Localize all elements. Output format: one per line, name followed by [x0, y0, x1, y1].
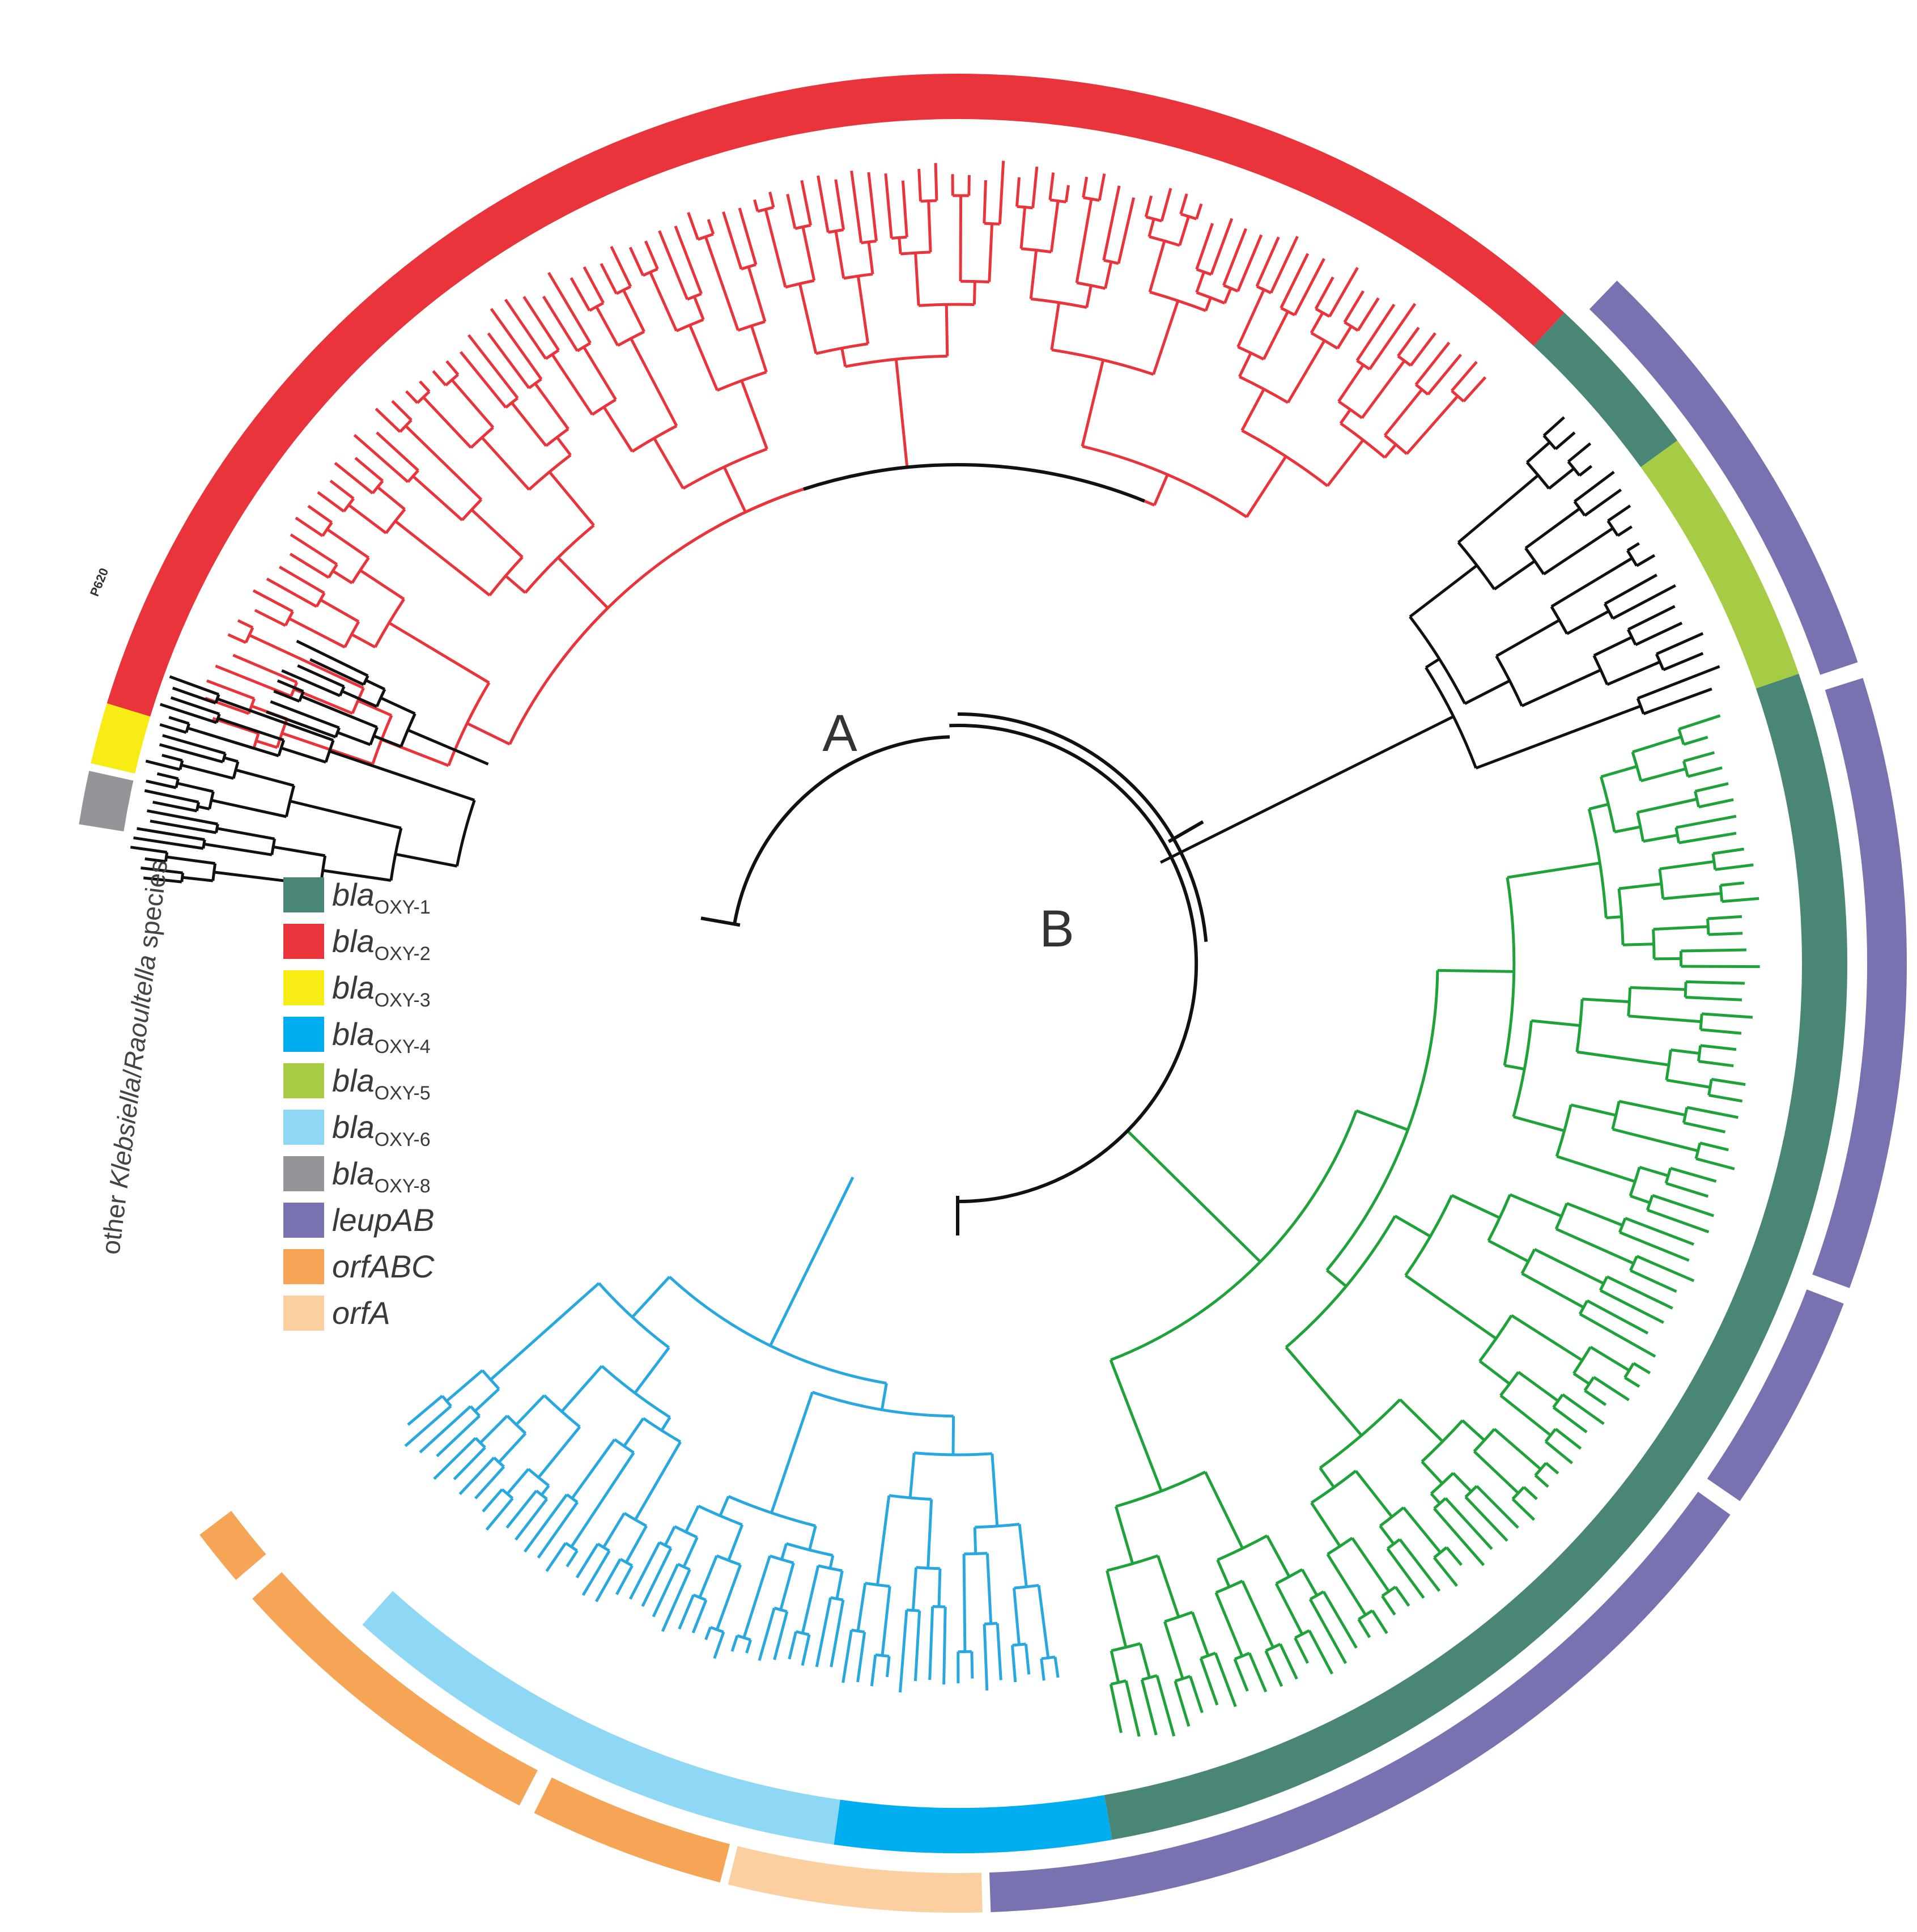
legend-label-oxy5: blaOXY-5 — [332, 1063, 431, 1104]
node-label-b: B — [1039, 900, 1074, 958]
legend-swatch-oxy3 — [283, 970, 324, 1005]
legend-swatch-oxy6 — [283, 1110, 324, 1145]
ring-bla-oxy8 — [79, 771, 134, 832]
clade-bla-oxy5 — [1159, 416, 1720, 864]
ring-leupab-2 — [1812, 678, 1907, 1288]
legend-swatch-leupAB — [283, 1203, 324, 1238]
legend-label-orfA: orfA — [332, 1295, 390, 1331]
ring-bla-oxy2 — [107, 74, 1565, 717]
annotation-rings — [79, 74, 1907, 1913]
ring-leupab-3 — [1707, 1289, 1844, 1501]
tree-branches — [130, 160, 1760, 1737]
ring-leupab-4 — [989, 1492, 1731, 1912]
legend-swatch-oxy8 — [283, 1156, 324, 1191]
clade-bla-oxy2 — [202, 160, 1487, 767]
clade-outgroup-2 — [266, 639, 489, 766]
ring-bla-oxy4 — [834, 1795, 1112, 1853]
legend-swatch-orfABC — [283, 1249, 324, 1284]
ring-orfabc-3 — [199, 1510, 266, 1580]
legend: blaOXY-1 blaOXY-2 blaOXY-3 blaOXY-4 blaOXY-5… — [283, 877, 435, 1331]
node-label-a: A — [822, 704, 857, 762]
ring-bla-oxy3 — [91, 703, 151, 774]
clade-bla-oxy4-oxy6 — [404, 1176, 1060, 1693]
clade-bla-oxy1 — [1106, 714, 1760, 1737]
ring-bla-oxy1 — [1104, 673, 1847, 1840]
legend-swatch-oxy5 — [283, 1063, 324, 1098]
ring-leupab-1 — [1589, 281, 1858, 675]
legend-swatch-orfA — [283, 1296, 324, 1331]
legend-label-oxy1: blaOXY-1 — [332, 877, 431, 918]
legend-label-oxy3: blaOXY-3 — [332, 970, 431, 1011]
legend-label-leupAB: leupAB — [332, 1202, 435, 1238]
backbone — [700, 463, 1208, 1235]
ring-bla-oxy6 — [362, 1591, 840, 1845]
legend-label-oxy4: blaOXY-4 — [332, 1016, 431, 1058]
clade-outgroup — [130, 675, 476, 887]
ring-bla-oxy1-upper — [1533, 312, 1678, 468]
legend-label-oxy2: blaOXY-2 — [332, 923, 431, 965]
legend-label-oxy8: blaOXY-8 — [332, 1156, 431, 1197]
legend-label-oxy6: blaOXY-6 — [332, 1109, 431, 1150]
legend-swatch-oxy1 — [283, 877, 324, 912]
legend-swatch-oxy2 — [283, 924, 324, 959]
ring-bla-oxy5 — [1640, 440, 1799, 689]
ring-orfabc-2 — [252, 1572, 538, 1806]
ring-orfa — [728, 1846, 983, 1913]
legend-label-orfABC: orfABC — [332, 1249, 435, 1284]
legend-swatch-oxy4 — [283, 1017, 324, 1052]
ring-orfabc-1 — [534, 1777, 730, 1883]
